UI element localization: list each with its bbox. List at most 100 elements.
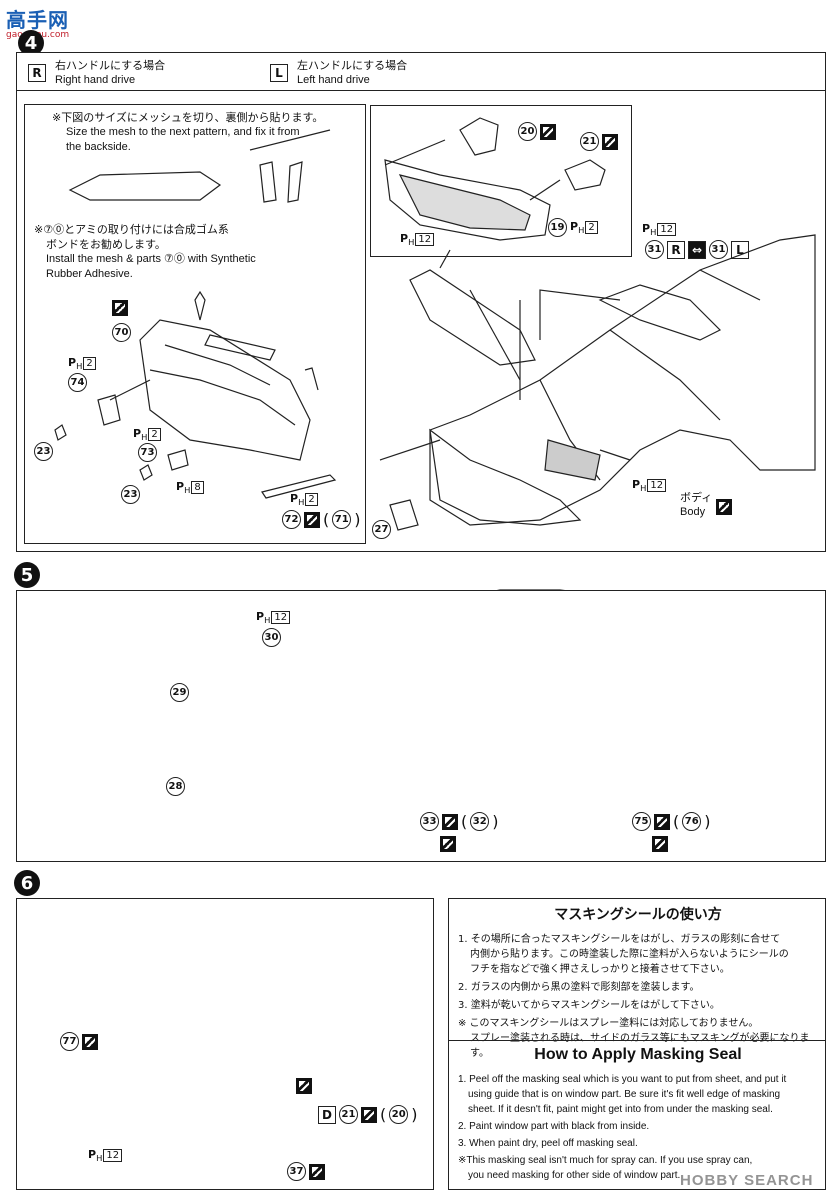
paint-icon (654, 813, 670, 830)
adhesive-note: ※⑦⓪とアミの取り付けには合成ゴム系 ボンドをお勧めします。 Install t… (34, 222, 334, 282)
part-72-71-label: 72 (71) (282, 510, 361, 529)
masking-en-2: 2. Paint window part with black from ins… (458, 1121, 650, 1132)
mesh-note: ※下図のサイズにメッシュを切り、裏側から貼ります。 Size the mesh … (52, 110, 362, 155)
step-4-header-box (16, 52, 826, 92)
masking-en-4b: you need masking for other side of windo… (468, 1170, 681, 1181)
left-hand-drive-label: L 左ハンドルにする場合 Left hand drive (270, 58, 407, 88)
part-31-label: 31 R ⇔ 31 L (645, 240, 749, 259)
masking-jp-1a: 1. その場所に合ったマスキングシールをはがし、ガラスの彫刻に合せて (458, 934, 781, 945)
part-19: 19 (548, 218, 567, 237)
part-21: 21 (339, 1105, 358, 1124)
hood-wing-piece (598, 284, 722, 341)
part-37-label: 37 (287, 1162, 325, 1181)
front-bumper-left (139, 319, 311, 461)
headlight-lens (398, 174, 531, 231)
adhesive-note-jp2: ボンドをお勧めします。 (46, 238, 166, 251)
right-hand-en: Right hand drive (55, 74, 136, 86)
paint-icon (602, 133, 618, 150)
part-32: 32 (470, 812, 490, 831)
masking-title-jp: マスキングシールの使い方 (554, 907, 722, 923)
part-23-b: 23 (121, 485, 140, 504)
part-20: 20 (389, 1105, 409, 1124)
d-badge: D (318, 1105, 336, 1124)
part-77: 77 (60, 1032, 79, 1051)
masking-en-1a: 1. Peel off the masking seal which is yo… (458, 1074, 787, 1085)
part-28: 28 (166, 777, 185, 796)
adhesive-note-jp1: ※⑦⓪とアミの取り付けには合成ゴム系 (34, 223, 229, 236)
masking-jp-4a: ※ このマスキングシールはスプレー塗料には対応しておりません。 (458, 1018, 759, 1029)
part-21-label: 21 (580, 132, 618, 151)
right-hand-drive-label: R 右ハンドルにする場合 Right hand drive (28, 58, 165, 88)
body-jp: ボディ (680, 491, 713, 504)
part-72: 72 (282, 510, 301, 529)
part-74: 74 (68, 373, 87, 392)
masking-jp-1c: フチを指などで強く押さえしっかりと接着させて下さい。 (470, 964, 730, 975)
part-37: 37 (287, 1162, 306, 1181)
masking-instructions-box (448, 898, 826, 1190)
fog-cover-left (97, 394, 121, 426)
body-label: ボディ Body (680, 490, 733, 520)
front-bumper-right (409, 269, 536, 366)
part-21: 21 (580, 132, 599, 151)
mesh-note-jp: ※下図のサイズにメッシュを切り、裏側から貼ります。 (52, 111, 324, 124)
masking-en-3: 3. When paint dry, peel off masking seal… (458, 1138, 638, 1149)
masking-jp-2: 2. ガラスの内側から黒の塗料で彫刻部を塗装します。 (458, 982, 700, 993)
part-76: 76 (682, 812, 702, 831)
mesh-pattern-1 (68, 171, 222, 201)
grille-mesh-left (204, 334, 276, 361)
part-30: 30 (262, 628, 281, 647)
adhesive-note-en2: Rubber Adhesive. (46, 268, 133, 280)
masking-jp-section: マスキングシールの使い方 1. その場所に合ったマスキングシールをはがし、ガラス… (458, 904, 818, 1061)
paint-icon (716, 498, 733, 515)
masking-en-1c: sheet. If it desn't fit, paint might get… (468, 1104, 773, 1115)
masking-title-en: How to Apply Masking Seal (534, 1046, 742, 1063)
paint-icon (112, 300, 128, 316)
paint-icon (304, 511, 320, 528)
masking-en-section: How to Apply Masking Seal 1. Peel off th… (458, 1046, 818, 1183)
l-badge: L (731, 240, 749, 259)
masking-jp-4b: スプレー塗装される時は、サイドのガラス等にもマスキングが必要になります。 (470, 1033, 810, 1059)
part-33: 33 (420, 812, 439, 831)
paint-icon (82, 1033, 98, 1050)
paint-icon (652, 835, 668, 852)
part-23-a: 23 (34, 442, 53, 461)
part-75: 75 (632, 812, 651, 831)
masking-en-4a: ※This masking seal isn't much for spray … (458, 1155, 753, 1166)
step-4-inner-left-panel (24, 104, 366, 544)
right-hand-jp: 右ハンドルにする場合 (55, 59, 166, 72)
part-20: 20 (518, 122, 537, 141)
headlight-assembly (384, 159, 551, 241)
part-75-label: 75 (76) (632, 812, 711, 852)
left-badge: L (270, 64, 288, 82)
car-body-front (429, 234, 816, 526)
part-70-label: 70 (112, 300, 131, 342)
step-4-number: 4 (18, 30, 44, 56)
mesh-pattern-2 (259, 161, 277, 203)
swap-icon: ⇔ (688, 240, 706, 259)
mesh-note-en2: the backside. (66, 141, 131, 153)
part-31-r: 31 (645, 240, 664, 259)
adhesive-note-en1: Install the mesh & parts ⑦⓪ with Synthet… (46, 253, 256, 265)
left-hand-jp: 左ハンドルにする場合 (297, 59, 408, 72)
hobby-search-watermark: HOBBY SEARCH (680, 1172, 814, 1189)
paint-icon (361, 1106, 377, 1123)
part-21-20-label: D 21 (20) (318, 1105, 418, 1124)
step-5-number: 5 (14, 562, 40, 588)
part-77-label: 77 (60, 1032, 98, 1051)
logo-text: 高手网 (6, 8, 69, 32)
mesh-pattern-3 (287, 161, 303, 203)
part-73: 73 (138, 443, 157, 462)
paint-icon (296, 1077, 312, 1094)
masking-jp-3: 3. 塗料が乾いてからマスキングシールをはがして下さい。 (458, 1000, 720, 1011)
part-70: 70 (112, 323, 131, 342)
body-en: Body (680, 506, 706, 518)
